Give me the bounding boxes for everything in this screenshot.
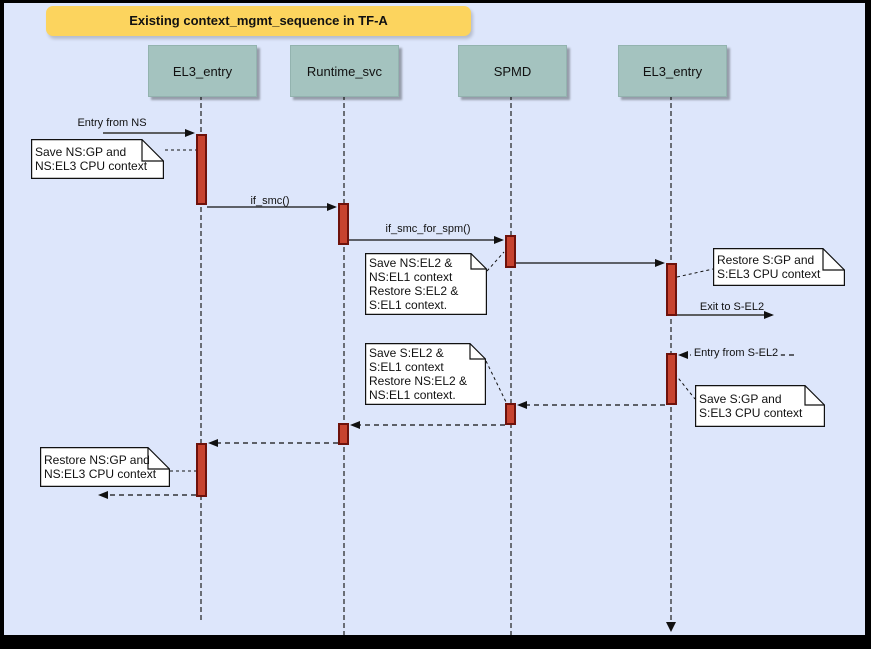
activation-bar-el3-entry-2: [196, 443, 207, 497]
lifeline-name: Runtime_svc: [306, 63, 383, 79]
note-save-s-el2-restore-ns-el2: Save S:EL2 & S:EL1 context Restore NS:EL…: [365, 343, 486, 405]
note-shape: [365, 343, 486, 405]
diagram-lines: [98, 95, 794, 635]
lifeline-header-spmd: SPMD: [458, 45, 567, 97]
activation-bar-el3-entry2-2: [666, 353, 677, 405]
activation-bar-spmd-1: [505, 235, 516, 268]
note-shape: [713, 248, 845, 286]
activation-bar-el3-entry2-1: [666, 263, 677, 316]
activation-bar-el3-entry-1: [196, 134, 207, 205]
lifeline-header-el3-entry-2: EL3_entry: [618, 45, 727, 97]
lifeline-end-arrow-icon: [666, 622, 676, 632]
lifeline-header-el3-entry-1: EL3_entry: [148, 45, 257, 97]
note-save-s-gp-el3: Save S:GP and S:EL3 CPU context: [695, 385, 825, 427]
note-restore-ns-gp-el3: Restore NS:GP and NS:EL3 CPU context: [40, 447, 170, 487]
note-shape: [365, 253, 487, 315]
lifeline-name: SPMD: [493, 63, 532, 79]
note-save-ns-el2-restore-s-el2: Save NS:EL2 & NS:EL1 context Restore S:E…: [365, 253, 487, 315]
message-label-entry-from-ns: Entry from NS: [77, 117, 147, 129]
lifeline-name: EL3_entry: [172, 63, 233, 79]
note-connectors: [165, 149, 714, 472]
note-shape: [695, 385, 825, 427]
note-text: Restore S:GP and S:EL3 CPU context: [717, 253, 821, 281]
note-save-ns-gp-el3: Save NS:GP and NS:EL3 CPU context: [31, 139, 164, 179]
activation-bar-runtime-svc-1: [338, 203, 349, 245]
message-label-if-smc: if_smc(): [250, 195, 290, 207]
note-text: Save S:EL2 & S:EL1 context Restore NS:EL…: [369, 346, 468, 402]
message-label-exit-to-s-el2: Exit to S-EL2: [699, 301, 765, 313]
activation-bar-spmd-2: [505, 403, 516, 425]
note-shape: [31, 139, 164, 179]
message-label-if-smc-for-spm: if_smc_for_spm(): [385, 223, 471, 235]
sequence-diagram-canvas: Existing context_mgmt_sequence in TF-A E…: [4, 3, 865, 635]
note-restore-s-gp-el3: Restore S:GP and S:EL3 CPU context: [713, 248, 845, 286]
message-label-entry-from-s-el2: Entry from S-EL2: [690, 347, 782, 359]
lifeline-name: EL3_entry: [642, 63, 703, 79]
note-text: Save S:GP and S:EL3 CPU context: [699, 392, 803, 420]
note-text: Save NS:GP and NS:EL3 CPU context: [35, 145, 148, 173]
diagram-title: Existing context_mgmt_sequence in TF-A: [46, 6, 471, 36]
note-text: Save NS:EL2 & NS:EL1 context Restore S:E…: [369, 256, 459, 312]
note-text: Restore NS:GP and NS:EL3 CPU context: [44, 453, 157, 481]
lifeline-header-runtime-svc: Runtime_svc: [290, 45, 399, 97]
activation-bar-runtime-svc-2: [338, 423, 349, 445]
note-shape: [40, 447, 170, 487]
